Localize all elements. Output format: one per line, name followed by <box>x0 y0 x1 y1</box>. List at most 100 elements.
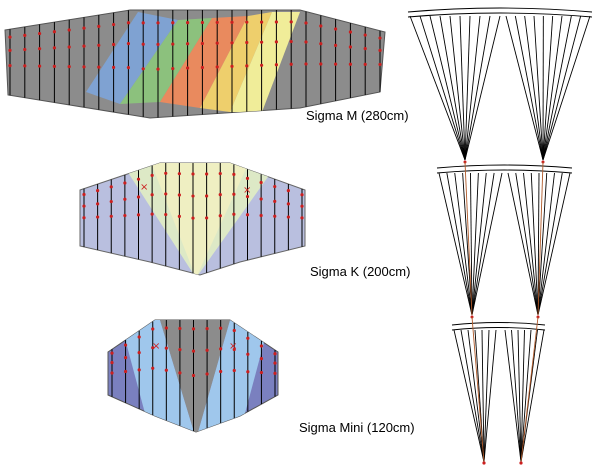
attachment-point <box>156 42 160 46</box>
attachment-point <box>259 357 264 361</box>
bridle-k-left-line <box>438 172 473 316</box>
bridle-mini-center-left <box>471 316 485 463</box>
attachment-point <box>110 360 114 365</box>
attachment-point <box>112 42 116 47</box>
bridle-mini-left-line <box>481 329 485 463</box>
attachment-point <box>164 192 168 196</box>
attachment-point <box>260 63 264 67</box>
attachment-point <box>273 352 277 356</box>
attachment-point <box>232 172 236 176</box>
bridle-m-right-line <box>542 15 591 161</box>
attachment-point <box>205 327 209 331</box>
attachment-point <box>8 35 12 39</box>
attachment-point <box>232 192 236 196</box>
sigma-k-x-mark-left: × <box>140 182 148 193</box>
attachment-point <box>150 212 154 216</box>
bridle-k-left-line <box>454 172 473 316</box>
attachment-point <box>191 327 196 331</box>
bridle-mini-left-line <box>460 329 485 463</box>
attachment-point <box>334 62 338 66</box>
attachment-point <box>273 371 277 375</box>
attachment-point <box>205 194 209 198</box>
attachment-point <box>219 326 223 330</box>
attachment-point <box>218 171 222 176</box>
attachment-point <box>232 368 236 373</box>
attachment-point <box>274 63 278 67</box>
attachment-point <box>215 41 219 45</box>
attachment-point <box>304 40 308 44</box>
attachment-point <box>164 212 168 217</box>
attachment-point <box>178 326 182 331</box>
attachment-point <box>230 64 234 68</box>
attachment-point <box>164 346 168 350</box>
bridle-k-right-line <box>537 172 571 316</box>
attachment-point <box>52 64 57 68</box>
attachment-point <box>274 20 278 24</box>
attachment-point <box>123 343 128 347</box>
bridle-k-arc <box>436 164 573 169</box>
bridle-mini-right-line <box>520 329 532 463</box>
attachment-point <box>141 67 145 71</box>
attachment-point <box>304 62 308 66</box>
attachment-point <box>273 199 277 204</box>
attachment-point <box>259 197 263 201</box>
attachment-point <box>123 197 127 201</box>
attachment-point <box>219 369 223 374</box>
attachment-point <box>156 21 160 25</box>
bridle-k-left-line <box>470 172 473 316</box>
sigma-m-ribs <box>9 10 381 118</box>
attachment-point <box>67 45 71 49</box>
bridle-k-left-line <box>471 172 487 316</box>
attachment-point <box>109 214 113 218</box>
sigma-mini-x-mark-right: × <box>229 341 237 352</box>
attachment-point <box>82 65 86 69</box>
attachment-point <box>164 368 168 372</box>
bridle-k-right-line <box>537 172 555 316</box>
bridle-m-arc <box>407 7 593 13</box>
attachment-point <box>363 33 367 37</box>
attachment-point <box>8 63 12 68</box>
attachment-point <box>259 180 263 185</box>
bridle-k-left-line <box>471 172 503 316</box>
attachment-point <box>348 62 352 66</box>
attachment-point <box>126 65 130 70</box>
attachment-point <box>141 21 145 25</box>
bridle-k-left-line <box>462 172 473 316</box>
attachment-point <box>178 371 182 375</box>
bridle-mini-left-line <box>467 329 485 463</box>
attachment-point <box>260 40 264 44</box>
attachment-point <box>96 202 100 206</box>
bridle-k-right-line <box>537 172 563 316</box>
bridle-m-right-line <box>524 15 544 161</box>
attachment-point <box>150 173 154 177</box>
attachment-point <box>246 336 250 340</box>
attachment-point <box>232 328 236 333</box>
attachment-point <box>286 202 290 206</box>
attachment-point <box>300 193 304 197</box>
attachment-point <box>82 204 86 208</box>
attachment-point <box>136 177 141 181</box>
sigma-mini-canopy: × × <box>107 319 279 433</box>
bridle-m-right-line <box>542 15 563 161</box>
bridle-m-right-line <box>533 15 544 161</box>
attachment-point <box>186 42 190 46</box>
attachment-point <box>112 22 116 27</box>
bridle-mini-arc <box>451 322 546 326</box>
bridle-mini-right-line <box>520 329 525 463</box>
attachment-point <box>141 42 145 46</box>
attachment-point <box>286 215 290 219</box>
attachment-point <box>82 26 86 30</box>
attachment-point <box>156 67 160 71</box>
attachment-point <box>126 21 130 25</box>
sigma-mini-attachment-points <box>110 326 277 378</box>
attachment-point <box>205 348 209 352</box>
attachment-point <box>304 21 308 25</box>
sigma-k-x-mark-right: × <box>243 185 251 196</box>
attachment-point <box>164 171 168 175</box>
attachment-point <box>232 347 236 352</box>
bridle-m-right-line <box>542 15 572 161</box>
bridle-k-center-left <box>464 161 473 316</box>
attachment-point <box>23 64 27 68</box>
attachment-point <box>200 20 204 25</box>
